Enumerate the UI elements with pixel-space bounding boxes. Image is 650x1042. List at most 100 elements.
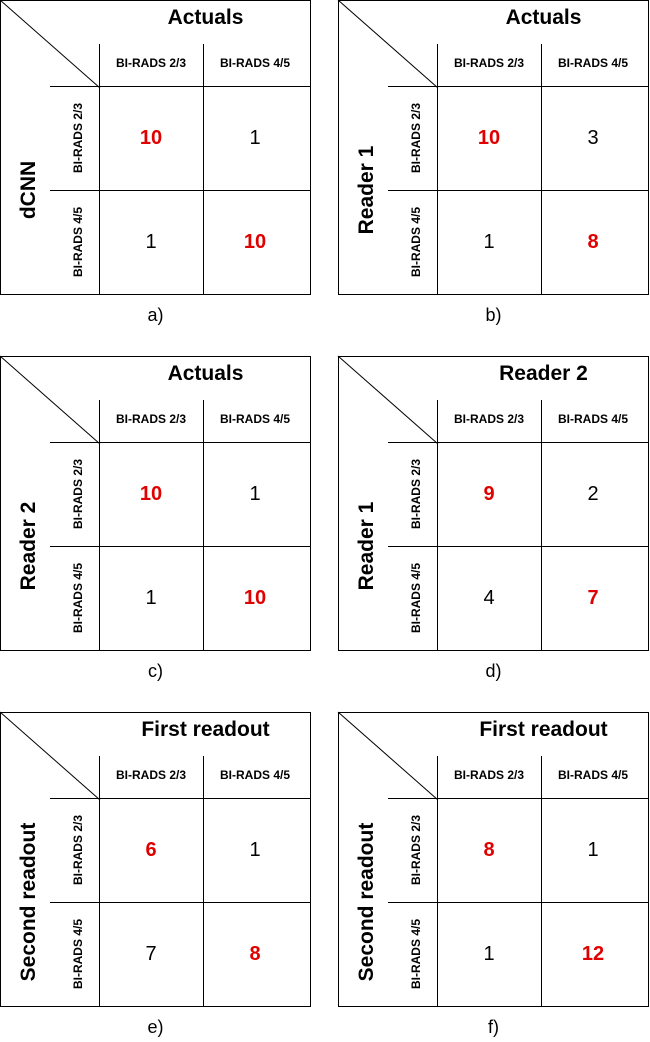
panel-caption: d) bbox=[485, 661, 502, 681]
column-label: BI-RADS 4/5 bbox=[219, 56, 290, 70]
disagreement-cell-value: 1 bbox=[249, 482, 261, 505]
row-label: BI-RADS 2/3 bbox=[71, 815, 85, 886]
grid-line bbox=[388, 546, 649, 547]
grid-line bbox=[50, 86, 311, 87]
corner-diagonal-line bbox=[337, 355, 439, 445]
row-label: BI-RADS 2/3 bbox=[71, 103, 85, 174]
agreement-cell-value: 9 bbox=[483, 482, 495, 505]
agreement-cell-value: 12 bbox=[581, 942, 605, 965]
row-label: BI-RADS 4/5 bbox=[71, 919, 85, 990]
row-label: BI-RADS 2/3 bbox=[409, 459, 423, 530]
corner-diagonal-line bbox=[337, 711, 439, 801]
grid-line bbox=[437, 400, 438, 651]
matrix-frame bbox=[0, 0, 311, 295]
column-label: BI-RADS 2/3 bbox=[453, 412, 524, 426]
grid-line bbox=[388, 86, 649, 87]
grid-line bbox=[388, 442, 649, 443]
grid-line bbox=[203, 400, 204, 651]
row-label: BI-RADS 4/5 bbox=[71, 563, 85, 634]
column-label: BI-RADS 4/5 bbox=[219, 412, 290, 426]
row-label: BI-RADS 2/3 bbox=[409, 103, 423, 174]
row-title: Second readout bbox=[17, 822, 40, 982]
agreement-cell-value: 8 bbox=[587, 230, 599, 253]
column-label: BI-RADS 2/3 bbox=[115, 56, 186, 70]
panel-caption: f) bbox=[488, 1017, 499, 1037]
panel-caption: e) bbox=[147, 1017, 164, 1037]
grid-line bbox=[99, 756, 100, 1007]
disagreement-cell-value: 4 bbox=[483, 586, 495, 609]
grid-line bbox=[541, 400, 542, 651]
panel-caption: b) bbox=[485, 305, 502, 325]
agreement-cell-value: 6 bbox=[145, 838, 157, 861]
panel-caption: c) bbox=[148, 661, 163, 681]
grid-line bbox=[541, 756, 542, 1007]
row-title: Reader 1 bbox=[355, 145, 378, 235]
corner-diagonal-line bbox=[0, 355, 101, 445]
row-title: dCNN bbox=[17, 160, 40, 220]
row-label: BI-RADS 4/5 bbox=[409, 563, 423, 634]
column-title: Actuals bbox=[167, 362, 244, 385]
corner-diagonal-line bbox=[337, 0, 439, 89]
grid-line bbox=[437, 44, 438, 295]
grid-line bbox=[388, 190, 649, 191]
row-title: Reader 2 bbox=[17, 501, 40, 591]
corner-diagonal-line bbox=[0, 0, 101, 89]
row-label: BI-RADS 4/5 bbox=[71, 207, 85, 278]
disagreement-cell-value: 1 bbox=[483, 942, 495, 965]
column-label: BI-RADS 2/3 bbox=[115, 768, 186, 782]
disagreement-cell-value: 2 bbox=[587, 482, 599, 505]
grid-line bbox=[388, 902, 649, 903]
matrix-frame bbox=[0, 356, 311, 651]
agreement-cell-value: 10 bbox=[139, 482, 163, 505]
disagreement-cell-value: 1 bbox=[587, 838, 599, 861]
matrix-frame bbox=[338, 356, 649, 651]
column-label: BI-RADS 4/5 bbox=[557, 56, 628, 70]
grid-line bbox=[541, 44, 542, 295]
agreement-cell-value: 10 bbox=[243, 586, 267, 609]
grid-line bbox=[203, 756, 204, 1007]
row-label: BI-RADS 4/5 bbox=[409, 919, 423, 990]
column-label: BI-RADS 2/3 bbox=[453, 56, 524, 70]
matrix-frame bbox=[0, 712, 311, 1007]
column-label: BI-RADS 2/3 bbox=[115, 412, 186, 426]
panel-caption: a) bbox=[147, 305, 164, 325]
matrix-frame bbox=[338, 0, 649, 295]
disagreement-cell-value: 1 bbox=[145, 586, 157, 609]
column-title: Actuals bbox=[505, 6, 582, 29]
column-title: Reader 2 bbox=[499, 362, 588, 385]
column-label: BI-RADS 4/5 bbox=[557, 768, 628, 782]
grid-line bbox=[50, 902, 311, 903]
row-label: BI-RADS 2/3 bbox=[409, 815, 423, 886]
row-label: BI-RADS 4/5 bbox=[409, 207, 423, 278]
agreement-cell-value: 10 bbox=[139, 126, 163, 149]
column-title: First readout bbox=[479, 718, 608, 741]
row-label: BI-RADS 2/3 bbox=[71, 459, 85, 530]
disagreement-cell-value: 1 bbox=[483, 230, 495, 253]
grid-line bbox=[50, 190, 311, 191]
grid-line bbox=[388, 798, 649, 799]
agreement-cell-value: 10 bbox=[477, 126, 501, 149]
column-label: BI-RADS 4/5 bbox=[219, 768, 290, 782]
row-title: Reader 1 bbox=[355, 501, 378, 591]
disagreement-cell-value: 1 bbox=[145, 230, 157, 253]
column-title: Actuals bbox=[167, 6, 244, 29]
agreement-cell-value: 8 bbox=[483, 838, 495, 861]
grid-line bbox=[50, 798, 311, 799]
grid-line bbox=[203, 44, 204, 295]
matrix-frame bbox=[338, 712, 649, 1007]
column-title: First readout bbox=[141, 718, 270, 741]
grid-line bbox=[99, 44, 100, 295]
grid-line bbox=[50, 442, 311, 443]
column-label: BI-RADS 4/5 bbox=[557, 412, 628, 426]
disagreement-cell-value: 1 bbox=[249, 838, 261, 861]
agreement-cell-value: 7 bbox=[587, 586, 599, 609]
disagreement-cell-value: 7 bbox=[145, 942, 157, 965]
disagreement-cell-value: 3 bbox=[587, 126, 599, 149]
row-title: Second readout bbox=[355, 822, 378, 982]
grid-line bbox=[50, 546, 311, 547]
